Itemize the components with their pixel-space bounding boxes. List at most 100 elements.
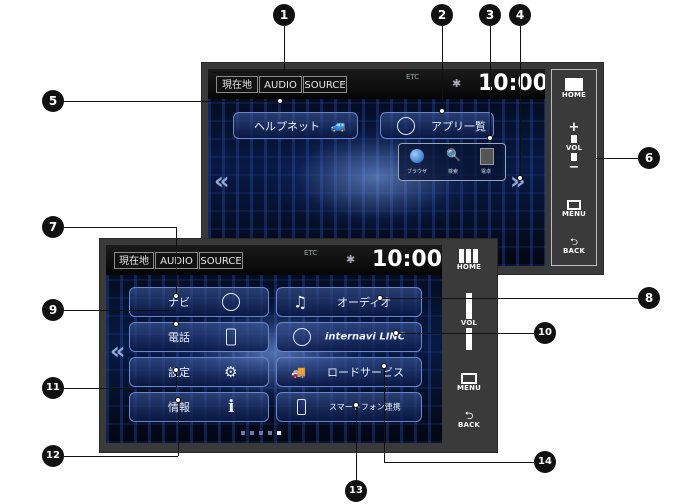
leader-dot-2: [439, 108, 445, 114]
leader-10: [396, 333, 534, 334]
leader-13: [356, 405, 357, 481]
page-dot-1[interactable]: [241, 431, 245, 435]
rear-menu-button[interactable]: MENU: [559, 200, 589, 218]
front-menu-icon: [461, 373, 477, 384]
tow-truck-icon: 🚚: [291, 365, 306, 379]
internavi-icon: [293, 328, 311, 346]
rear-back-button[interactable]: ⮌ BACK: [559, 237, 589, 256]
leader-14: [384, 462, 534, 463]
rear-etc-indicator: ETC: [406, 73, 420, 81]
callout-13: 13: [345, 480, 367, 502]
navi-button[interactable]: ナビ: [129, 287, 269, 317]
rear-menu-label: MENU: [561, 210, 587, 218]
front-vol-bar2: [466, 328, 472, 350]
rear-home-button[interactable]: HOME: [559, 78, 589, 99]
audio-label: オーディオ: [337, 296, 392, 309]
leader-dot-10: [393, 330, 399, 336]
leader-dot-12: [175, 397, 181, 403]
callout-6: 6: [638, 147, 660, 169]
front-menu-button[interactable]: MENU: [449, 373, 489, 392]
phone-button[interactable]: 電話: [129, 322, 269, 352]
rear-home-icon: [565, 78, 583, 91]
internavi-linc-button[interactable]: internavi LINC: [276, 322, 422, 352]
leader-dot-11: [173, 367, 179, 373]
rear-audio-button[interactable]: AUDIO: [259, 76, 302, 93]
rear-vol-plus[interactable]: +: [568, 120, 580, 135]
callout-2: 2: [431, 4, 453, 26]
rear-screen: 現在地 AUDIO SOURCE ETC ✱ 10:00 ヘルプネット 🚙 アプ…: [208, 69, 545, 266]
rear-left-arrow[interactable]: «: [214, 167, 230, 195]
rear-current-location-button[interactable]: 現在地: [216, 76, 258, 93]
callout-9: 9: [42, 299, 64, 321]
leader-8: [380, 298, 638, 299]
callout-5: 5: [42, 90, 64, 112]
rear-car-icon: 🚙: [330, 118, 347, 133]
rear-back-icon: ⮌: [569, 237, 578, 248]
rear-source-button[interactable]: SOURCE: [303, 76, 347, 93]
callout-3: 3: [479, 4, 501, 26]
page-dot-4[interactable]: [268, 431, 272, 435]
leader-dot-3: [487, 135, 493, 141]
front-home-label: HOME: [456, 263, 482, 271]
page-indicator[interactable]: [236, 429, 296, 437]
rear-vol-bar2: [571, 153, 577, 161]
search-label: 検索: [447, 169, 458, 175]
rear-app-list-button[interactable]: アプリ一覧: [380, 112, 494, 139]
calculator-label: 電卓: [480, 169, 491, 175]
leader-7: [64, 227, 176, 228]
front-source-button[interactable]: SOURCE: [199, 252, 243, 269]
callout-12: 12: [42, 445, 64, 467]
internavi-linc-label: internavi LINC: [325, 331, 406, 343]
search-icon[interactable]: 🔍: [446, 148, 461, 162]
callout-8: 8: [638, 287, 660, 309]
road-service-button[interactable]: 🚚 ロードサービス: [276, 357, 422, 387]
rear-app-list-label: アプリ一覧: [431, 119, 486, 133]
rear-helpnet-button[interactable]: ヘルプネット 🚙: [233, 112, 358, 139]
front-vol-label: VOL: [460, 319, 478, 327]
leader-3: [490, 26, 491, 138]
callout-14: 14: [534, 451, 556, 473]
front-back-label: BACK: [457, 421, 481, 429]
smartphone-link-button[interactable]: スマートフォン連携: [276, 392, 422, 422]
leader-dot-9: [173, 321, 179, 327]
settings-button[interactable]: 設定 ⚙: [129, 357, 269, 387]
front-left-arrow[interactable]: «: [110, 337, 126, 365]
page-dot-5[interactable]: [277, 431, 281, 435]
callout-10: 10: [534, 322, 556, 344]
rear-status-bar: 現在地 AUDIO SOURCE ETC ✱ 10:00: [208, 69, 545, 99]
front-volume-control[interactable]: VOL: [449, 293, 489, 351]
front-back-button[interactable]: ⮌ BACK: [449, 410, 489, 429]
leader-7v: [176, 227, 177, 296]
front-screen: 現在地 AUDIO SOURCE ETC ✱ 10:00 ナビ 電話 設定 ⚙ …: [106, 245, 442, 443]
page-dot-2[interactable]: [250, 431, 254, 435]
rear-bluetooth-icon: ✱: [452, 77, 462, 90]
phone-icon: [226, 328, 236, 346]
front-etc-indicator: ETC: [304, 249, 318, 257]
rear-right-arrow[interactable]: »: [510, 167, 526, 195]
leader-12v: [178, 400, 179, 456]
compass-icon: [222, 293, 240, 311]
leader-dot-14: [381, 363, 387, 369]
leader-dot-5: [277, 98, 283, 104]
callout-4: 4: [509, 4, 531, 26]
rear-volume-control[interactable]: + VOL −: [559, 120, 589, 175]
info-button[interactable]: 情報 i: [129, 392, 269, 422]
front-current-location-button[interactable]: 現在地: [114, 252, 154, 269]
browser-icon[interactable]: [410, 149, 424, 163]
front-bluetooth-icon: ✱: [346, 253, 356, 266]
leader-dot-8: [377, 295, 383, 301]
leader-4: [520, 26, 521, 178]
rear-home-label: HOME: [561, 91, 587, 99]
front-home-icon: [459, 249, 479, 263]
rear-menu-icon: [567, 200, 581, 210]
leader-dot-4: [517, 175, 523, 181]
rear-vol-minus[interactable]: −: [568, 160, 580, 175]
calculator-icon[interactable]: [480, 148, 494, 165]
info-label: 情報: [168, 401, 190, 414]
rear-back-label: BACK: [562, 247, 586, 255]
front-home-button[interactable]: HOME: [449, 249, 489, 271]
audio-button[interactable]: ♫ オーディオ: [276, 287, 422, 317]
rear-vol-bar: [571, 135, 577, 143]
leader-14v: [384, 366, 385, 462]
page-dot-3[interactable]: [259, 431, 263, 435]
